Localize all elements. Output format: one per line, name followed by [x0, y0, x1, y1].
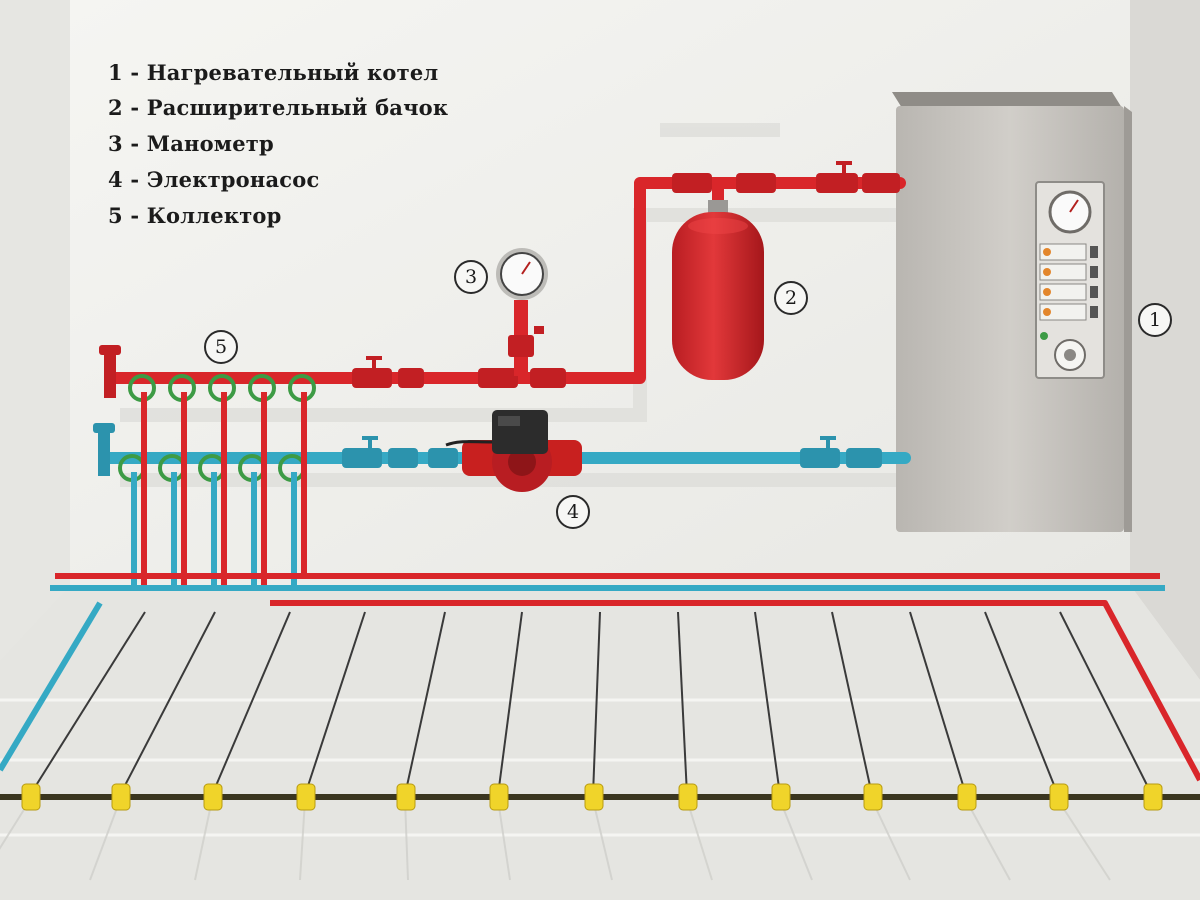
fixing-rail	[0, 783, 1200, 811]
expansion-tank	[672, 200, 764, 380]
callout-collector: 5	[204, 330, 238, 364]
legend-item-pump: 4 - Электронасос	[108, 167, 320, 192]
legend-item-collector: 5 - Коллектор	[108, 203, 282, 228]
collector	[93, 345, 316, 585]
return-fittings	[342, 436, 882, 468]
callout-boiler: 1	[1138, 303, 1172, 337]
floor-grout-lines	[0, 698, 1200, 837]
boiler	[892, 92, 1132, 532]
right-side-wall	[1130, 0, 1200, 680]
circulation-pump	[445, 410, 582, 492]
legend-item-boiler: 1 - Нагревательный котел	[108, 60, 439, 85]
rod-shadows	[0, 799, 1111, 881]
underfloor-pipes	[0, 568, 1200, 782]
legend-item-manometer: 3 - Манометр	[108, 131, 274, 156]
floor	[0, 585, 1200, 900]
back-wall	[70, 0, 1130, 585]
floor-rods	[29, 611, 1153, 796]
callout-manometer: 3	[454, 260, 488, 294]
legend-item-tank: 2 - Расширительный бачок	[108, 95, 449, 120]
callout-pump: 4	[556, 495, 590, 529]
callout-tank: 2	[774, 281, 808, 315]
supply-fittings	[352, 161, 900, 388]
left-side-wall	[0, 0, 70, 660]
manometer	[496, 248, 548, 376]
